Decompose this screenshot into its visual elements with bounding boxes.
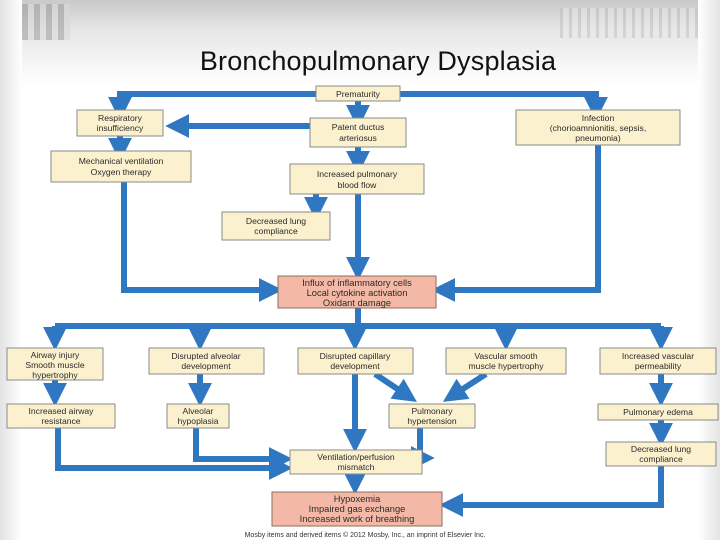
svg-text:hypoplasia: hypoplasia [177,416,218,426]
slide-title: Bronchopulmonary Dysplasia [199,46,557,76]
svg-text:hypertension: hypertension [407,416,456,426]
svg-text:(chorioamnionitis, sepsis,: (chorioamnionitis, sepsis, [550,123,646,133]
node-infection: Infection (chorioamnionitis, sepsis, pne… [515,109,681,146]
edge-resistance-vq [55,428,293,480]
svg-text:development: development [181,361,231,371]
edge-vascular-muscle-hypertension [442,371,488,402]
edges [43,91,673,517]
edge-infection-inflammation [431,145,601,302]
node-increased-airway-resistance: Increased airway resistance [6,403,116,429]
svg-text:mismatch: mismatch [338,462,375,472]
svg-text:Decreased lung: Decreased lung [631,444,691,454]
svg-text:Pulmonary: Pulmonary [411,406,453,416]
node-pulmonary-hypertension: Pulmonary hypertension [388,403,476,429]
node-mechanical-ventilation: Mechanical ventilation Oxygen therapy [50,150,192,183]
svg-text:blood flow: blood flow [338,180,377,190]
node-disrupted-alveolar: Disrupted alveolar development [148,347,265,375]
svg-text:Smooth muscle: Smooth muscle [25,360,84,370]
svg-text:development: development [330,361,380,371]
node-hypoxemia: Hypoxemia Impaired gas exchange Increase… [271,491,443,527]
svg-text:Respiratory: Respiratory [98,113,143,123]
svg-text:Increased work of breathing: Increased work of breathing [300,514,415,524]
svg-text:resistance: resistance [41,416,80,426]
node-inflammatory-influx: Influx of inflammatory cells Local cytok… [277,275,437,309]
svg-text:Vascular smooth: Vascular smooth [474,351,538,361]
slide-header [0,0,720,85]
svg-text:Increased vascular: Increased vascular [622,351,694,361]
svg-text:Alveolar: Alveolar [182,406,213,416]
header-decoration-right [560,8,710,38]
svg-text:muscle hypertrophy: muscle hypertrophy [469,361,545,371]
node-ventilation-perfusion-mismatch: Ventilation/perfusion mismatch [289,449,423,475]
svg-text:Disrupted capillary: Disrupted capillary [320,351,391,361]
svg-text:pneumonia): pneumonia) [575,133,621,143]
svg-text:Ventilation/perfusion: Ventilation/perfusion [317,452,395,462]
node-disrupted-capillary: Disrupted capillary development [297,347,414,375]
node-vascular-smooth-muscle: Vascular smooth muscle hypertrophy [445,347,567,375]
node-decreased-lung-compliance-top: Decreased lung compliance [221,211,331,241]
svg-text:Infection: Infection [582,113,615,123]
svg-text:Influx of inflammatory cells: Influx of inflammatory cells [302,278,412,288]
node-increased-pulmonary-blood-flow: Increased pulmonary blood flow [289,163,425,195]
node-pulmonary-edema: Pulmonary edema [597,403,719,421]
copyright-credit: Mosby items and derived items © 2012 Mos… [245,531,486,539]
edge-compliance-hypoxemia [439,466,664,517]
svg-text:Decreased lung: Decreased lung [246,216,306,226]
node-increased-vascular-permeability: Increased vascular permeability [599,347,717,375]
svg-text:Prematurity: Prematurity [336,89,381,99]
edge-ventilation-inflammation [121,182,283,302]
svg-text:insufficiency: insufficiency [97,123,144,133]
svg-text:Airway injury: Airway injury [31,350,80,360]
svg-text:arteriosus: arteriosus [339,133,377,143]
edge-hypoplasia-vq [193,428,293,471]
svg-text:Impaired gas exchange: Impaired gas exchange [309,504,406,514]
node-airway-injury: Airway injury Smooth muscle hypertrophy [6,347,104,381]
svg-text:Hypoxemia: Hypoxemia [334,494,381,504]
svg-text:compliance: compliance [639,454,683,464]
svg-text:Increased pulmonary: Increased pulmonary [317,169,398,179]
node-patent-ductus: Patent ductus arteriosus [309,117,407,148]
svg-text:Mechanical ventilation: Mechanical ventilation [79,156,164,166]
svg-text:Oxygen therapy: Oxygen therapy [91,167,152,177]
svg-text:hypertrophy: hypertrophy [32,370,78,380]
svg-text:permeability: permeability [635,361,682,371]
edge-prematurity-respiratory [108,91,316,121]
svg-text:Patent ductus: Patent ductus [332,122,385,132]
edge-capillary-hypertension [373,371,417,402]
node-prematurity: Prematurity [315,85,401,102]
svg-text:Oxidant damage: Oxidant damage [323,298,391,308]
edge-inflammation-bus [55,308,661,329]
svg-text:Increased airway: Increased airway [29,406,95,416]
svg-text:Disrupted alveolar: Disrupted alveolar [171,351,240,361]
edge-prematurity-infection [400,91,608,121]
node-alveolar-hypoplasia: Alveolar hypoplasia [166,403,230,429]
svg-text:Local cytokine activation: Local cytokine activation [307,288,408,298]
node-respiratory-insufficiency: Respiratory insufficiency [76,109,164,137]
svg-text:compliance: compliance [254,226,298,236]
node-decreased-lung-compliance-bottom: Decreased lung compliance [605,441,717,467]
svg-text:Pulmonary edema: Pulmonary edema [623,407,693,417]
